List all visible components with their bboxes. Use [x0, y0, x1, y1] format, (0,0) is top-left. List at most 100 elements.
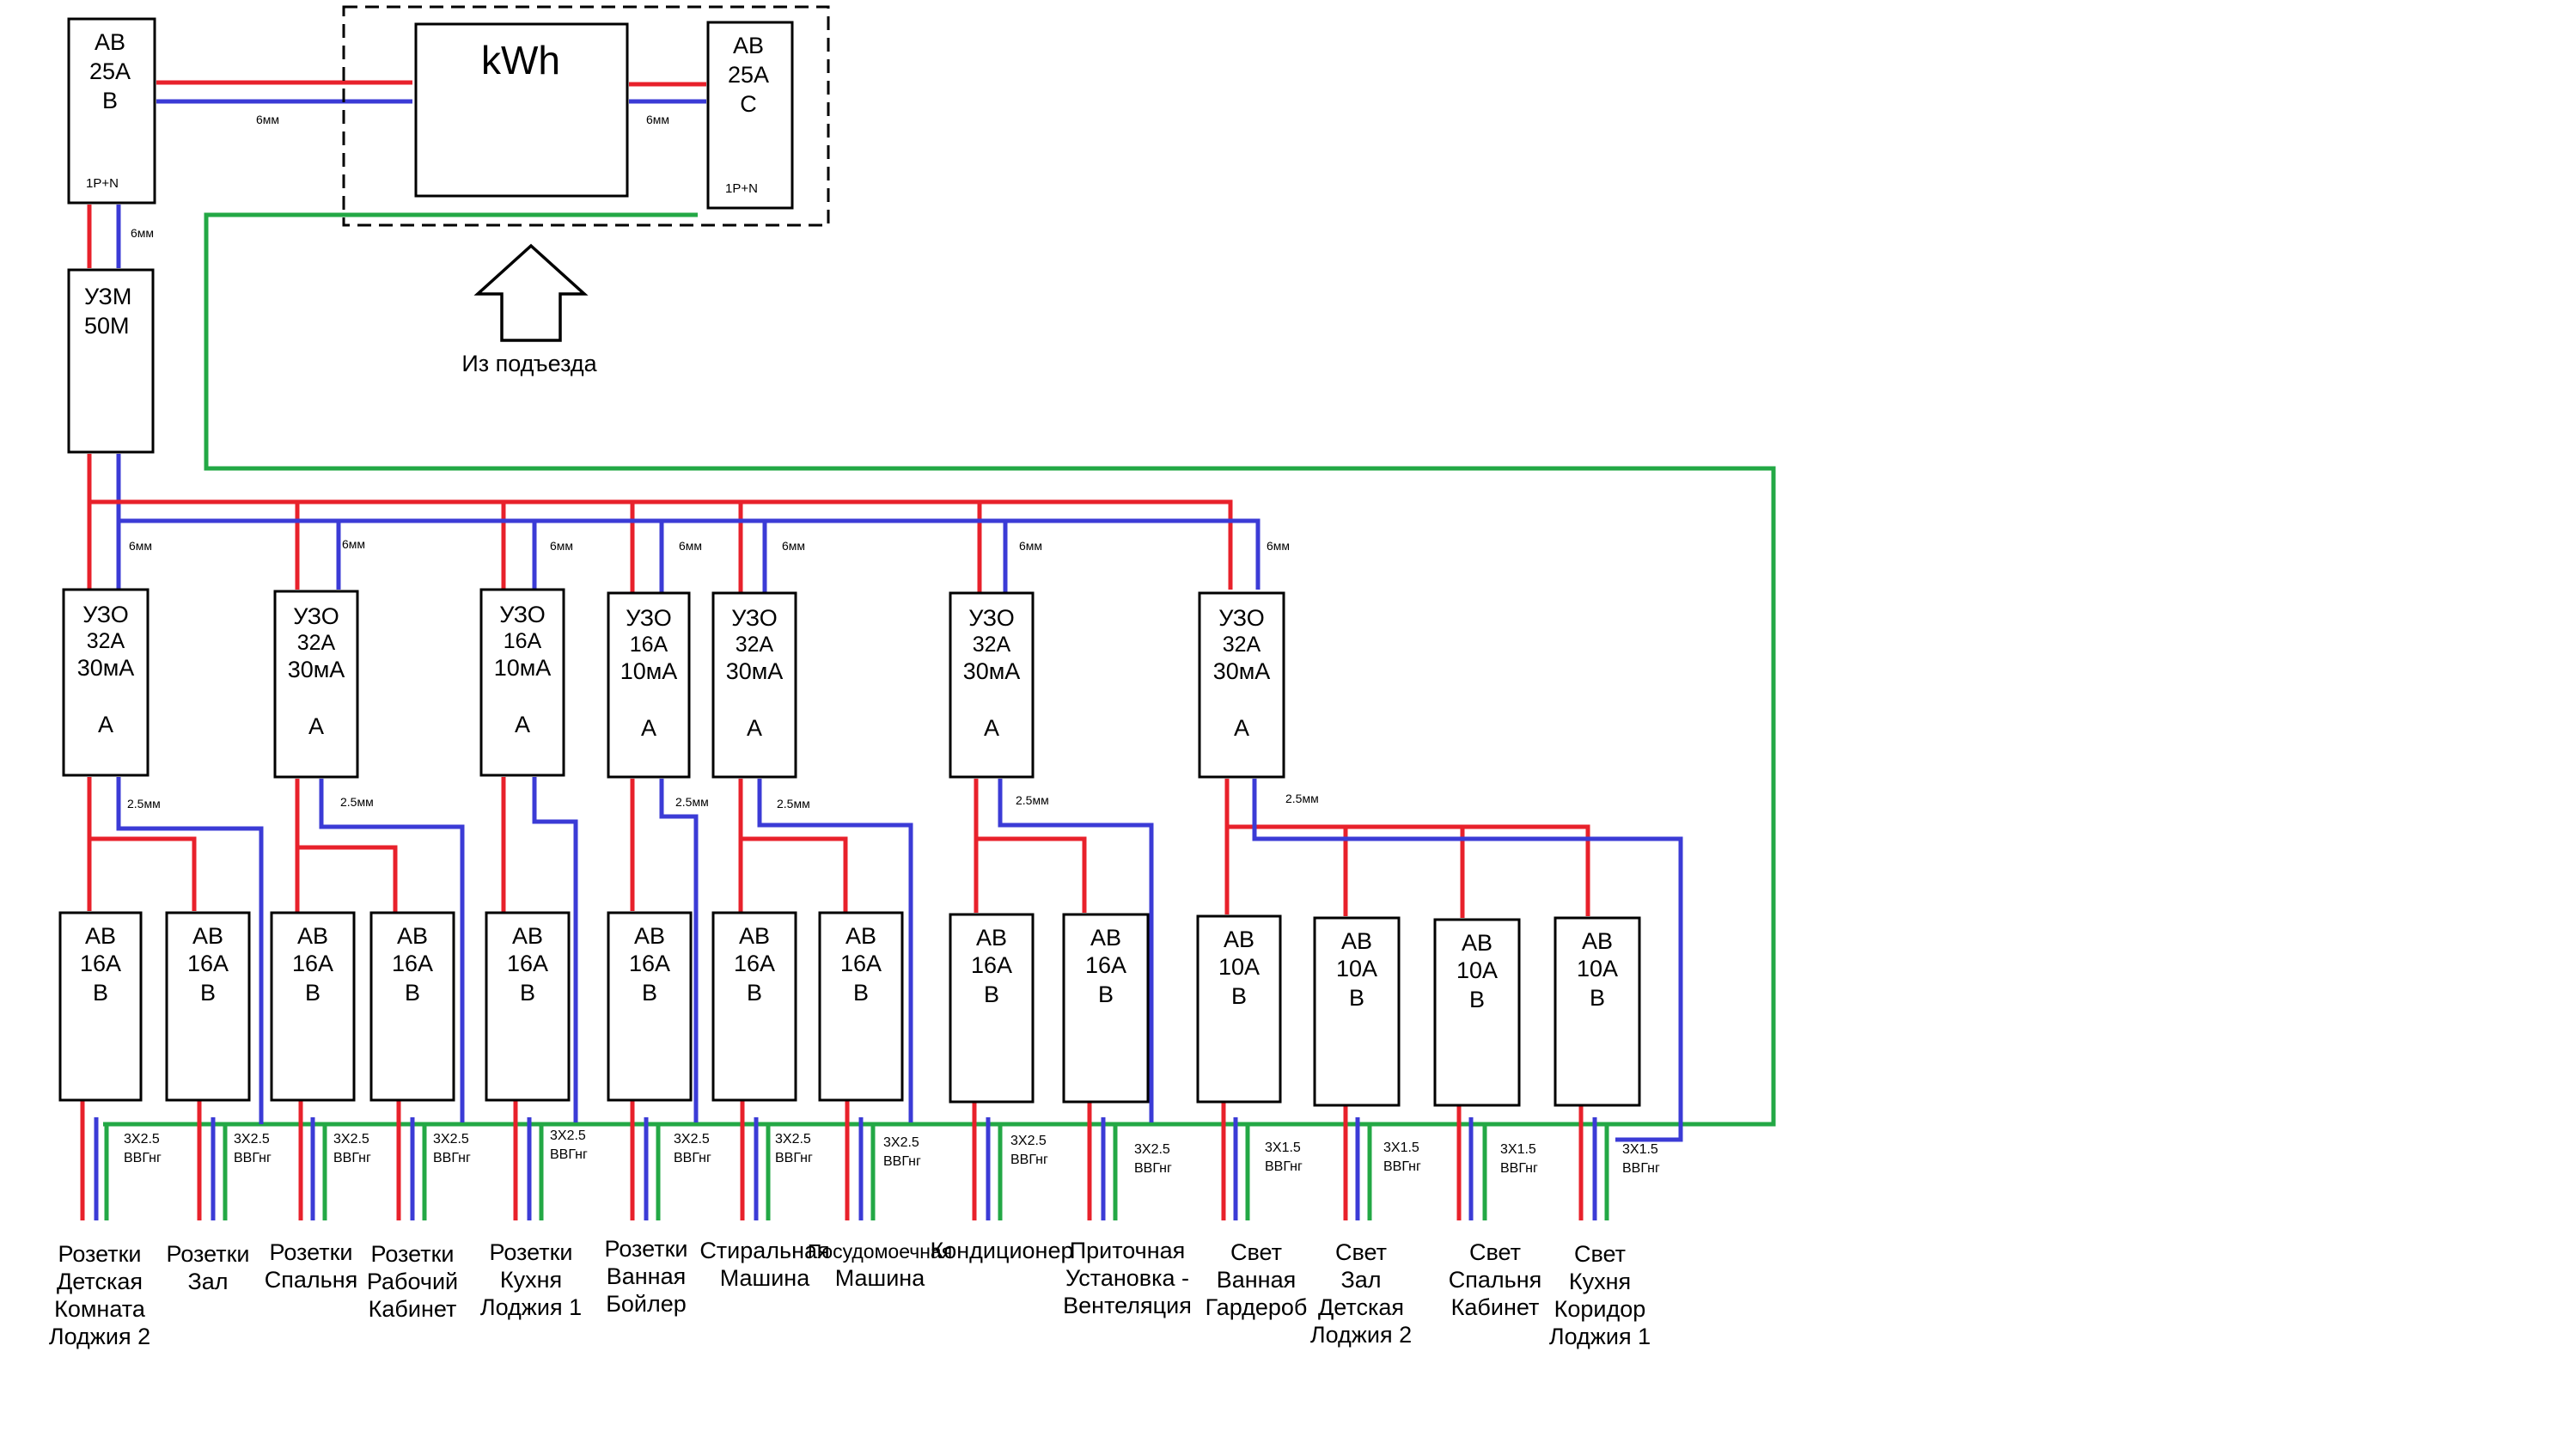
load-label-line: Кухня [500, 1267, 562, 1293]
feed-arrow-icon [473, 243, 589, 342]
neutral-wire [1252, 779, 1683, 1142]
load-label-line: Ванная [607, 1263, 686, 1289]
wire-size-label: 6мм [1267, 539, 1290, 553]
cable-type: ВВГнг [550, 1147, 588, 1162]
cable-spec: 3Х2.5 [333, 1132, 369, 1147]
breaker-curve: В [747, 980, 762, 1006]
rcd-type: УЗО [82, 602, 129, 627]
rcd-sensitivity: 30мА [288, 657, 345, 682]
cable-type: ВВГнг [1622, 1161, 1660, 1176]
breaker-curve: В [405, 980, 420, 1006]
meter-breaker-line-2: 25А [728, 62, 769, 88]
meter-label: kWh [481, 38, 560, 83]
load-label-line: Комната [54, 1296, 146, 1322]
group-2-wires [295, 779, 465, 1122]
phase-wire [741, 836, 848, 913]
meter-enclosure [342, 5, 830, 227]
rcd-type: УЗО [1218, 605, 1265, 631]
earth-wires [103, 212, 1776, 1127]
breaker-type: АВ [1582, 928, 1613, 954]
breaker-rating: 16А [971, 952, 1012, 978]
cable-type: ВВГнг [674, 1151, 711, 1165]
load-label-line: Спальня [1449, 1267, 1542, 1293]
wire-size-label: 2.5мм [777, 797, 810, 810]
rcd-sensitivity: 30мА [1213, 658, 1271, 684]
neutral-bus-wire [119, 518, 1261, 590]
rcd-rating: 32А [736, 633, 774, 657]
load-label-line: Детская [1318, 1294, 1404, 1320]
load-label-line: Машина [835, 1265, 925, 1291]
rcd-class: А [747, 715, 762, 741]
wire-size-label: 6мм [646, 113, 669, 126]
wire-size-label: 6мм [550, 539, 573, 553]
neutral-wire [998, 779, 1154, 1122]
breaker-rating: 16А [840, 951, 882, 976]
load-label-line: Стиральная [699, 1238, 829, 1263]
breaker-rating: 16А [629, 951, 670, 976]
rcd-sensitivity: 30мА [963, 658, 1021, 684]
wire-size-label: 6мм [679, 539, 702, 553]
breaker-type: АВ [976, 925, 1007, 951]
rcd-type: УЗО [626, 605, 672, 631]
main-breaker-line-3: В [102, 88, 118, 113]
breaker-curve: В [984, 982, 999, 1007]
breaker-type: АВ [1090, 925, 1121, 951]
rcd-sensitivity: 10мА [620, 658, 678, 684]
rcd-class: А [515, 712, 530, 737]
meter-breaker-line-3: С [740, 91, 757, 117]
load-label-line: Лоджия 2 [1310, 1322, 1412, 1348]
cable-spec: 3Х1.5 [1500, 1142, 1536, 1157]
breaker-type: АВ [297, 923, 328, 949]
neutral-wire [319, 779, 465, 1122]
breaker-curve: В [1098, 982, 1114, 1007]
group-4-wires [630, 779, 699, 1122]
rcd-sensitivity: 10мА [494, 655, 552, 681]
rcd-rating: 32А [1223, 633, 1261, 657]
group-6-wires [974, 779, 1154, 1122]
main-breaker-poles: 1P+N [86, 176, 119, 191]
cable-spec: 3Х2.5 [550, 1128, 586, 1143]
cable-spec: 3Х2.5 [124, 1132, 160, 1147]
meter-breaker-poles: 1P+N [725, 181, 758, 196]
breaker-type: АВ [397, 923, 428, 949]
load-label-line: Зал [1340, 1267, 1381, 1293]
breaker-type: АВ [85, 923, 116, 949]
breaker-curve: В [642, 980, 657, 1006]
rcd-class: А [98, 712, 113, 737]
breaker-rating: 16А [507, 951, 548, 976]
main-breaker-line-1: АВ [95, 29, 125, 55]
breaker-curve: В [1469, 987, 1485, 1012]
wires [80, 80, 1776, 1220]
group-7-wires [1224, 779, 1683, 1142]
load-label-line: Посудомоечная [808, 1240, 952, 1263]
group-3-wires [501, 777, 578, 1122]
wire-size-label: 6мм [782, 539, 805, 553]
breaker-type: АВ [634, 923, 665, 949]
load-label-line: Ванная [1217, 1267, 1296, 1293]
load-label-line: Гардероб [1206, 1294, 1308, 1320]
wire-size-label: 6мм [129, 539, 152, 553]
group-5-wires [738, 779, 913, 1122]
uzm-relay: УЗМ 50М [67, 268, 155, 454]
breaker-rating: 16А [734, 951, 775, 976]
load-label-line: Приточная [1070, 1238, 1186, 1263]
rcd-row: УЗО32А30мАА6мм2.5ммУЗО32А30мАА6мм2.5ммУЗ… [62, 537, 1319, 810]
load-9: Кондиционер [931, 1238, 1074, 1263]
